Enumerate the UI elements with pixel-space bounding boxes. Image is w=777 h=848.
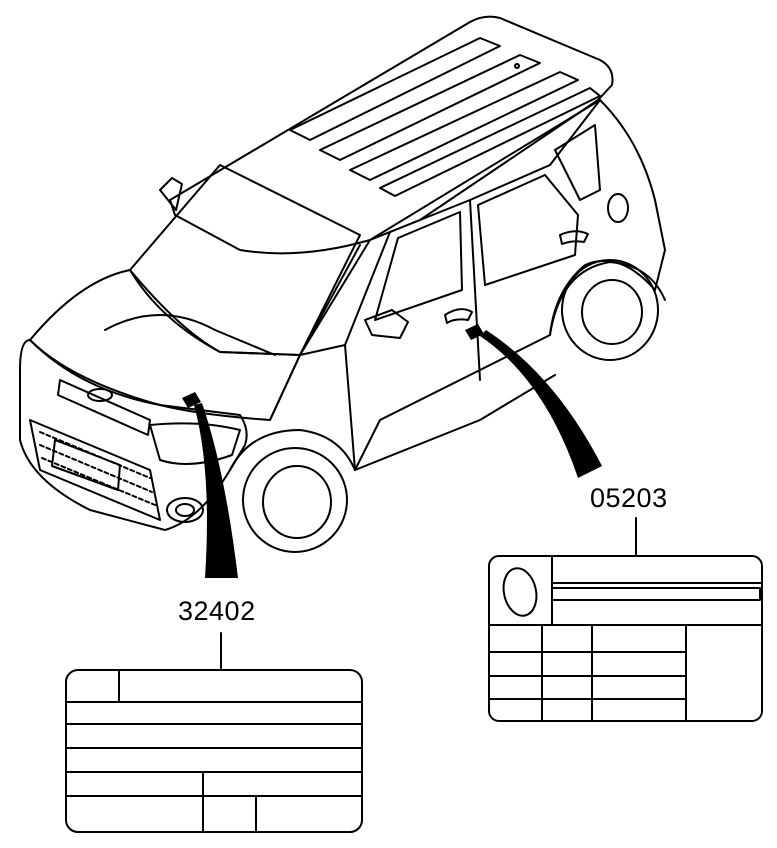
label-b-sticker xyxy=(488,517,763,722)
vehicle-body xyxy=(19,15,666,553)
label-a-leader xyxy=(194,403,238,578)
label-a-sticker xyxy=(65,632,363,833)
label-b-marker xyxy=(465,324,484,340)
label-a-marker xyxy=(182,392,201,408)
label-b-leader xyxy=(480,330,602,478)
part-number-label-b: 05203 xyxy=(590,483,668,513)
leader-markers xyxy=(182,324,602,578)
part-number-label-a: 32402 xyxy=(178,596,256,626)
